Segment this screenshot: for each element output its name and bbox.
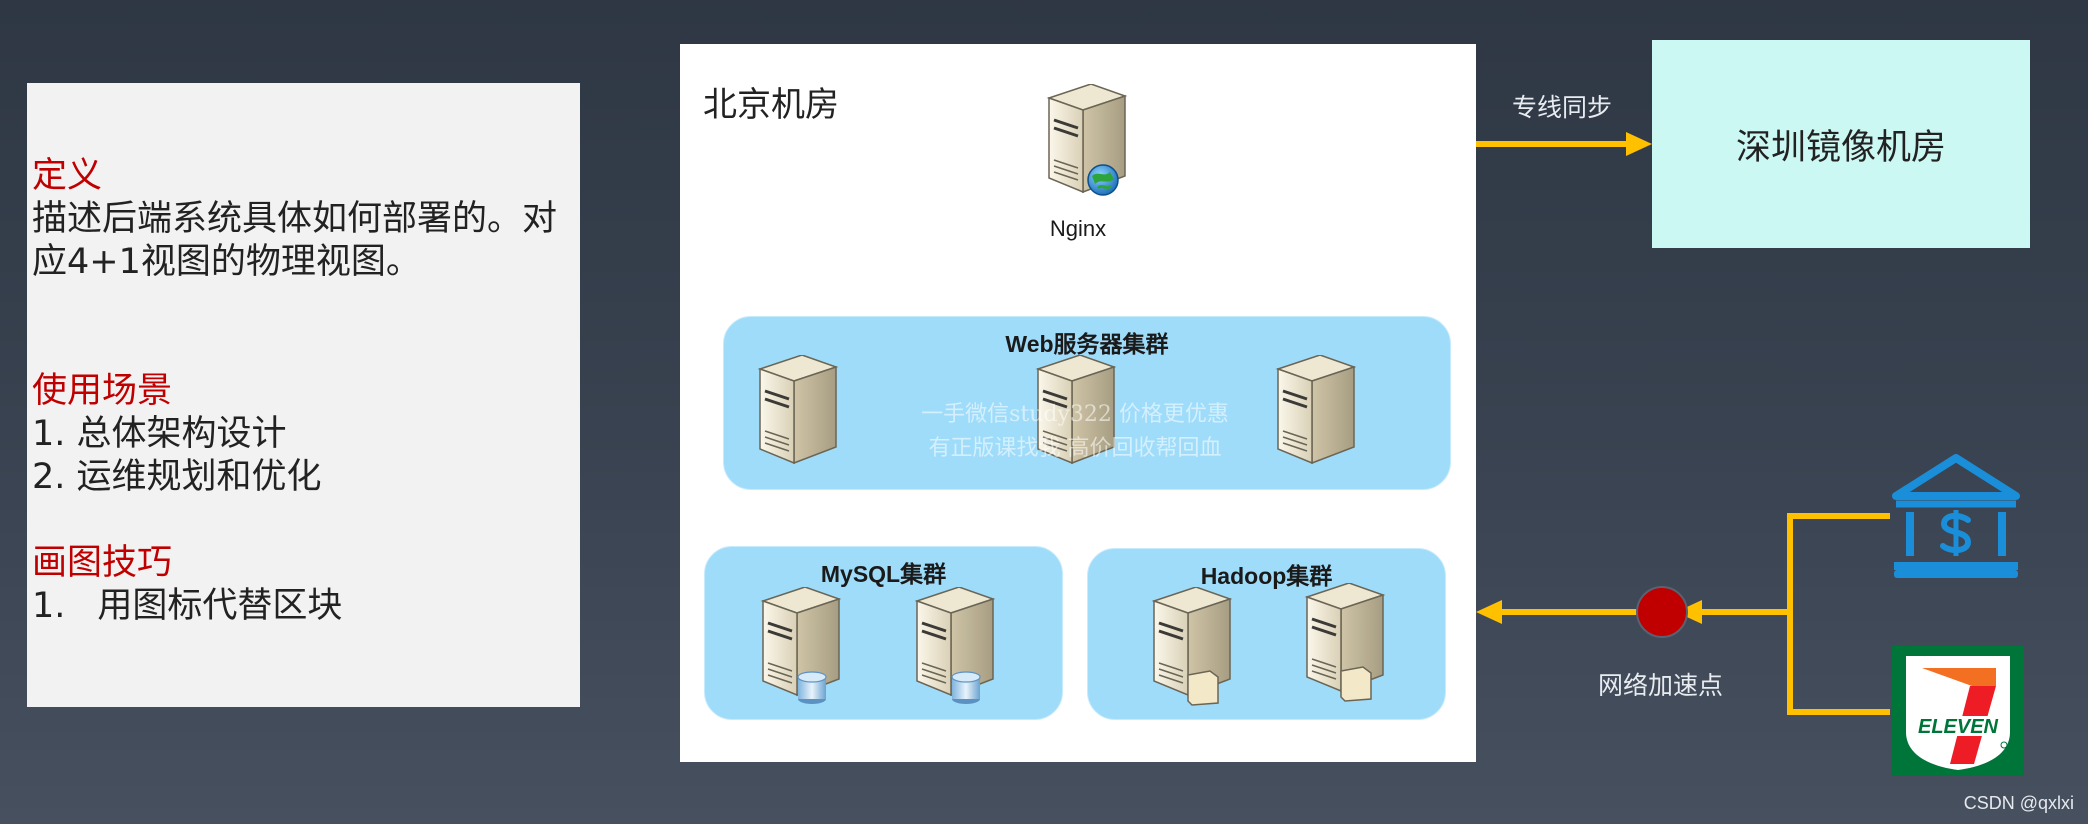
mysql-cluster-title: MySQL集群 [705,555,1062,589]
definition-line-2: 应4+1视图的物理视图。 [32,241,580,284]
hadoop-cluster: Hadoop集群 [1087,548,1446,720]
scenario-item-2: 2. 运维规划和优化 [32,456,580,499]
scenarios-heading: 使用场景 [32,370,580,413]
mysql-cluster: MySQL集群 [704,546,1063,720]
watermark-text: 一手微信study322 价格更优惠 有正版课找我 高价回收帮回血 [825,398,1325,466]
tip-item-1-text: 用图标代替区块 [97,586,342,626]
acceleration-node [1636,586,1688,638]
shenzhen-room-title: 深圳镜像机房 [1736,119,1946,170]
beijing-room-title: 北京机房 [703,77,839,126]
beijing-machine-room: 北京机房 Nginx Web服务器集群 MySQL集群 Hadoop集群 [680,44,1476,762]
nginx-server-icon [1043,84,1133,204]
hadoop-cluster-title: Hadoop集群 [1088,557,1445,591]
tip-item-1: 1. 用图标代替区块 [32,585,580,628]
definition-heading: 定义 [32,155,580,198]
tip-item-1-number: 1. [32,586,65,626]
file-server-icon [1301,583,1391,703]
sync-label: 专线同步 [1512,88,1612,124]
bank-icon [1888,452,2024,582]
database-server-icon [911,587,1001,707]
file-server-icon [1148,587,1238,707]
seven-eleven-logo-icon: ELEVEN [1892,646,2024,776]
database-server-icon [757,587,847,707]
web-cluster-title: Web服务器集群 [724,325,1450,359]
sync-arrow [1474,128,1658,164]
scenario-item-1: 1. 总体架构设计 [32,413,580,456]
seven-eleven-logo-text: ELEVEN [1918,716,1999,738]
nginx-label: Nginx [680,216,1476,242]
shenzhen-mirror-room: 深圳镜像机房 [1652,40,2030,248]
watermark-line-1: 一手微信study322 价格更优惠 [825,398,1325,432]
acceleration-node-label: 网络加速点 [1598,666,1723,702]
description-panel: 定义 描述后端系统具体如何部署的。对 应4+1视图的物理视图。 使用场景 1. … [27,83,580,707]
tips-heading: 画图技巧 [32,542,580,585]
csdn-credit: CSDN @qxlxi [1964,793,2074,814]
watermark-line-2: 有正版课找我 高价回收帮回血 [825,432,1325,466]
definition-line-1: 描述后端系统具体如何部署的。对 [32,198,580,241]
